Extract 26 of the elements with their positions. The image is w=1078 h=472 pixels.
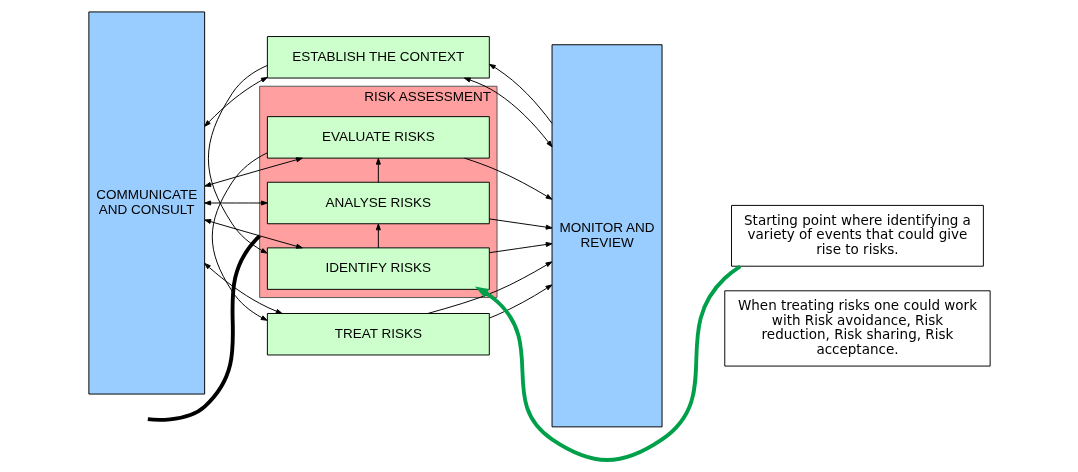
node-box: MONITOR AND REVIEW bbox=[551, 44, 663, 428]
arrow bbox=[463, 77, 552, 148]
node-box: COMMUNICATE AND CONSULT bbox=[87, 11, 205, 395]
node-box: EVALUATE RISKS bbox=[266, 116, 490, 159]
node-box: ESTABLISH THE CONTEXT bbox=[266, 36, 490, 79]
node-box: ANALYSE RISKS bbox=[266, 181, 490, 225]
node-box: IDENTIFY RISKS bbox=[266, 247, 490, 290]
arrow bbox=[203, 77, 268, 127]
arrow bbox=[488, 63, 552, 124]
arrow bbox=[488, 242, 552, 254]
arrow bbox=[203, 219, 303, 249]
arrow bbox=[203, 200, 268, 206]
node-box: Starting point where identifying a variety of events that could give rise to risks. bbox=[730, 204, 984, 267]
arrow bbox=[488, 218, 552, 230]
arrow bbox=[203, 262, 283, 314]
node-box: TREAT RISKS bbox=[266, 313, 490, 356]
connector bbox=[147, 234, 261, 422]
arrow bbox=[463, 157, 552, 200]
arrow bbox=[488, 284, 552, 319]
arrow bbox=[474, 264, 741, 462]
node-box: When treating risks one could work with Risk avoidance, Risk reduction, Risk sharing, Risk acceptance. bbox=[723, 290, 991, 367]
arrow bbox=[207, 65, 268, 254]
arrow bbox=[375, 157, 381, 183]
arrow bbox=[211, 152, 268, 321]
arrow bbox=[203, 157, 303, 187]
arrow bbox=[375, 223, 381, 249]
